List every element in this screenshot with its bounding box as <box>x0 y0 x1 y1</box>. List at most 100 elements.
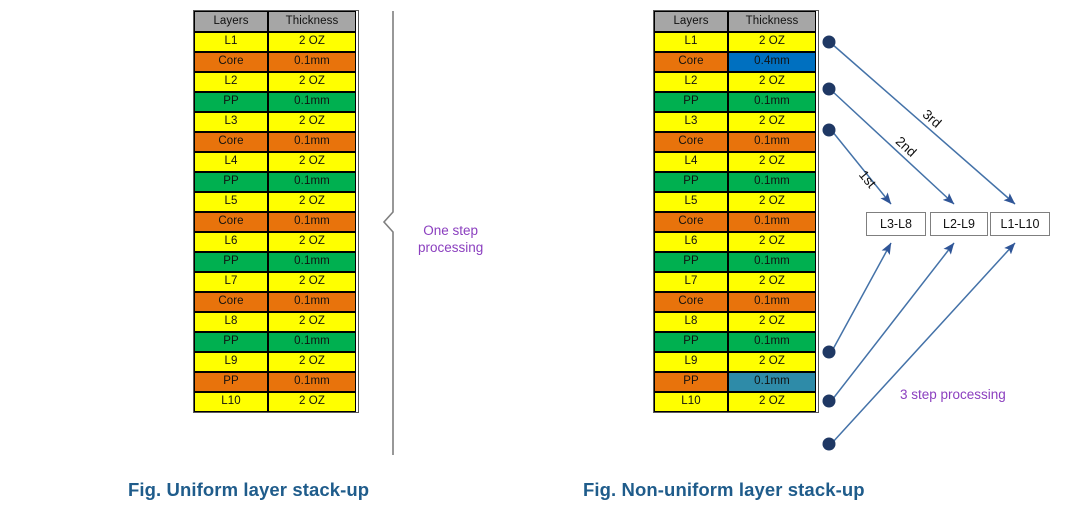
step-label-3rd: 3rd <box>920 107 945 131</box>
layer-thickness-cell: 2 OZ <box>268 272 356 292</box>
one-step-line-2: processing <box>418 240 484 255</box>
layer-thickness-cell: 2 OZ <box>728 72 816 92</box>
arrow-3rd-lower <box>831 242 1016 444</box>
layer-name-cell: PP <box>194 252 268 272</box>
layer-name-cell: L5 <box>194 192 268 212</box>
layer-thickness-cell: 0.1mm <box>268 52 356 72</box>
layer-thickness-cell: 0.1mm <box>728 252 816 272</box>
layer-thickness-cell: 2 OZ <box>268 232 356 252</box>
layer-thickness-cell: 2 OZ <box>268 32 356 52</box>
result-box-l1-l10[interactable]: L1-L10 <box>990 212 1050 236</box>
layer-thickness-cell: 0.1mm <box>268 132 356 152</box>
layer-name-cell: L3 <box>654 112 728 132</box>
arrow-1st <box>831 130 892 205</box>
result-box-l2-l9[interactable]: L2-L9 <box>930 212 988 236</box>
layer-name-cell: L5 <box>654 192 728 212</box>
layer-name-cell: L7 <box>194 272 268 292</box>
source-dot-l9 <box>822 394 836 408</box>
header-cell-thickness: Thickness <box>268 11 356 32</box>
header-cell-thickness: Thickness <box>728 11 816 32</box>
layer-name-cell: Core <box>194 212 268 232</box>
layer-thickness-cell: 2 OZ <box>268 392 356 412</box>
layer-name-cell: Core <box>194 52 268 72</box>
layer-thickness-cell: 0.1mm <box>268 92 356 112</box>
layer-thickness-cell: 2 OZ <box>728 312 816 332</box>
one-step-bracket <box>382 11 394 455</box>
layer-name-cell: L8 <box>194 312 268 332</box>
header-cell-layers: Layers <box>194 11 268 32</box>
source-dot-l2 <box>822 82 836 96</box>
result-box-l3-l8[interactable]: L3-L8 <box>866 212 926 236</box>
layer-name-cell: PP <box>654 92 728 112</box>
layer-name-cell: Core <box>654 212 728 232</box>
layer-name-cell: L4 <box>654 152 728 172</box>
layer-name-cell: L9 <box>654 352 728 372</box>
layer-thickness-cell: 2 OZ <box>268 112 356 132</box>
layer-name-cell: L2 <box>654 72 728 92</box>
layer-name-cell: L4 <box>194 152 268 172</box>
layer-thickness-cell: 0.1mm <box>728 92 816 112</box>
layer-thickness-cell: 0.1mm <box>728 212 816 232</box>
layer-thickness-cell: 2 OZ <box>728 112 816 132</box>
layer-name-cell: Core <box>194 292 268 312</box>
layer-name-cell: L9 <box>194 352 268 372</box>
layer-name-cell: PP <box>654 372 728 392</box>
arrow-3rd <box>831 43 1016 205</box>
layer-thickness-cell: 2 OZ <box>268 152 356 172</box>
layer-name-cell: Core <box>194 132 268 152</box>
layer-thickness-cell: 0.1mm <box>268 212 356 232</box>
layer-name-cell: Core <box>654 292 728 312</box>
one-step-processing-annotation: One step processing <box>418 222 483 256</box>
step-label-1st: 1st <box>856 167 879 191</box>
layer-thickness-cell: 0.1mm <box>728 292 816 312</box>
layer-name-cell: L10 <box>194 392 268 412</box>
layer-name-cell: L3 <box>194 112 268 132</box>
layer-thickness-cell: 0.1mm <box>728 332 816 352</box>
arrow-1st-lower <box>831 242 892 352</box>
layer-name-cell: Core <box>654 132 728 152</box>
layer-name-cell: PP <box>194 372 268 392</box>
source-dot-l10 <box>822 437 836 451</box>
layer-thickness-cell: 0.1mm <box>728 172 816 192</box>
layer-thickness-cell: 0.1mm <box>728 132 816 152</box>
source-dot-l3 <box>822 123 836 137</box>
layer-thickness-cell: 0.1mm <box>728 372 816 392</box>
layer-thickness-cell: 2 OZ <box>728 232 816 252</box>
right-figure-caption: Fig. Non-uniform layer stack-up <box>583 479 865 500</box>
layer-thickness-cell: 0.1mm <box>268 332 356 352</box>
layer-thickness-cell: 2 OZ <box>728 152 816 172</box>
source-dot-l1 <box>822 35 836 49</box>
layer-name-cell: PP <box>194 92 268 112</box>
layer-name-cell: L6 <box>654 232 728 252</box>
layer-name-cell: L1 <box>654 32 728 52</box>
